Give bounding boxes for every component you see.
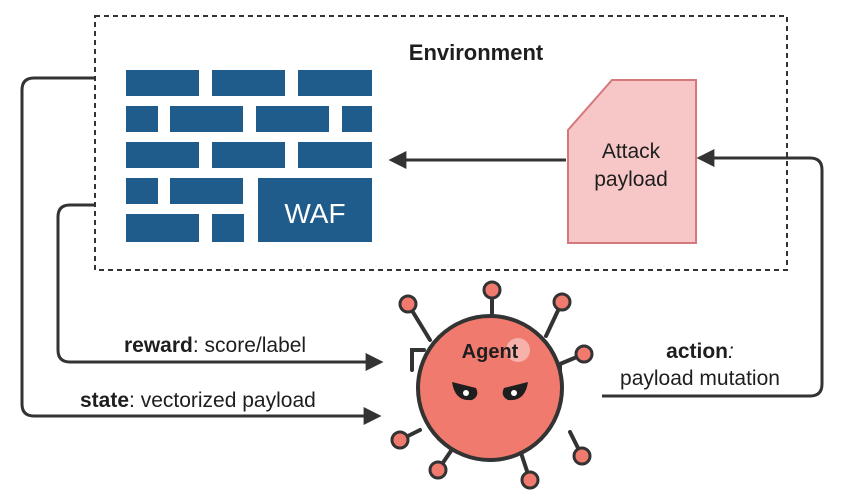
reward-key: reward	[124, 334, 193, 357]
attack-payload-document	[567, 79, 697, 244]
state-loop-arrow	[20, 76, 382, 425]
agent-spike-tips	[390, 280, 594, 490]
action-colon: :	[728, 340, 734, 363]
waf-label: WAF	[284, 198, 345, 229]
agent-eye-shine	[463, 390, 517, 396]
state-key: state	[80, 389, 129, 412]
environment-title: Environment	[409, 40, 544, 65]
action-loop-arrow	[602, 149, 824, 398]
attack-payload-line1: Attack	[602, 140, 661, 163]
action-key: action	[666, 340, 728, 363]
environment-box	[94, 15, 788, 271]
action-label-line1: action:	[666, 340, 734, 363]
waf-wall-icon	[126, 70, 372, 242]
reward-loop-arrow	[56, 203, 384, 371]
agent-body	[416, 314, 564, 462]
agent-label: Agent	[462, 341, 519, 363]
state-rest: : vectorized payload	[129, 389, 316, 412]
action-label-line2: payload mutation	[620, 367, 780, 390]
attack-payload-line2: payload	[594, 168, 668, 191]
agent-highlight	[506, 338, 530, 362]
reward-label: reward: score/label	[124, 334, 306, 357]
state-label: state: vectorized payload	[80, 389, 316, 412]
reward-rest: : score/label	[193, 334, 306, 357]
